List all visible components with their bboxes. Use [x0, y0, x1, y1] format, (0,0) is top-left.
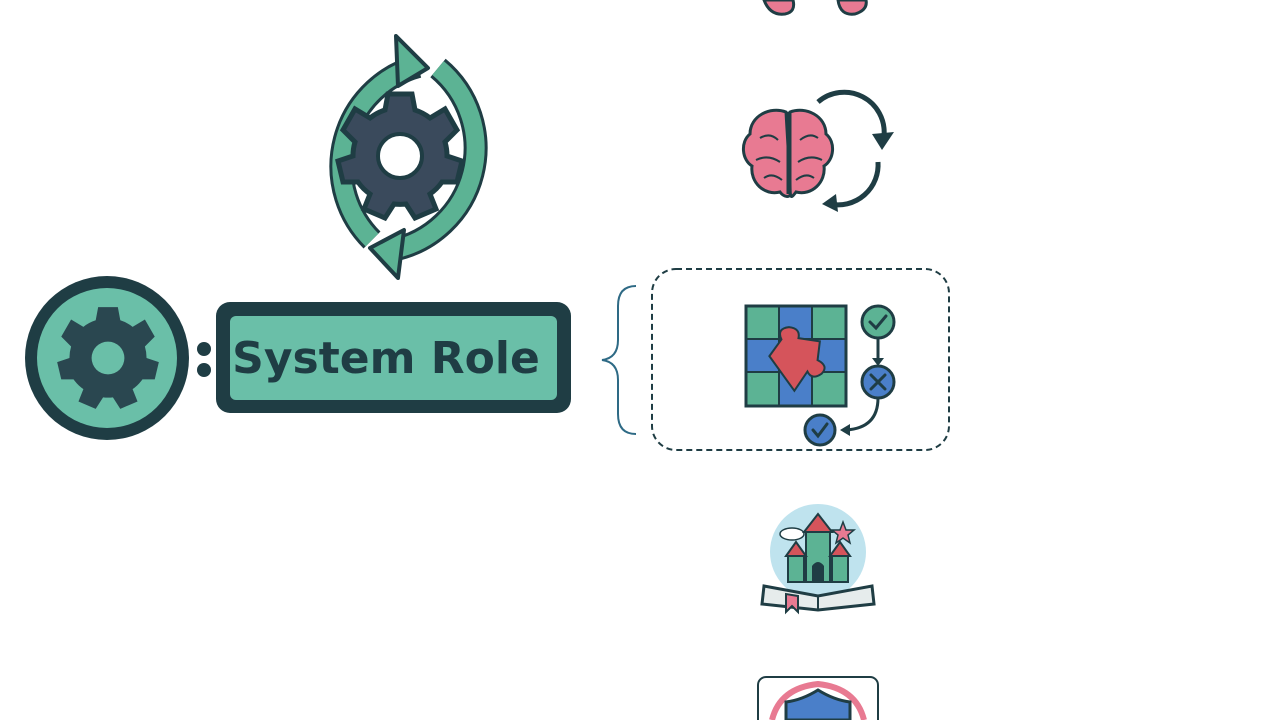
gear-badge-icon [25, 276, 189, 440]
colon-separator [197, 342, 211, 377]
system-role-label: System Role [216, 302, 571, 413]
brain-cycle-icon [742, 89, 894, 212]
castle-book-icon [760, 504, 876, 615]
highlight-dashed-box [651, 268, 950, 451]
system-role-text: System Role [232, 333, 540, 384]
refresh-gear-icon [329, 34, 488, 280]
shield-card-icon [757, 676, 879, 724]
heart-partial-icon [762, 0, 868, 16]
curly-brace [601, 285, 637, 435]
puzzle-flow-icon [744, 304, 896, 447]
